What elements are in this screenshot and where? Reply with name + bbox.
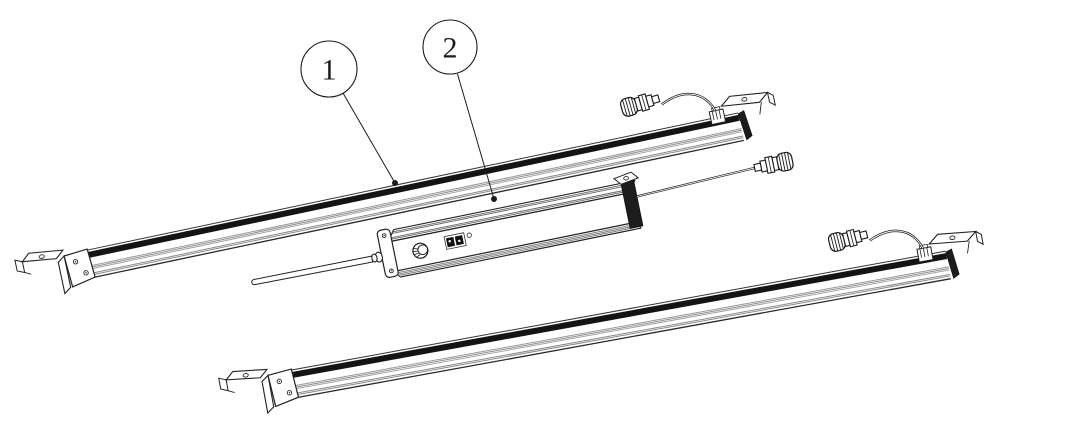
callout-2-leader — [457, 73, 495, 200]
driver-input-lead — [251, 255, 374, 286]
callout-2: 2 — [422, 19, 497, 202]
callout-2-target-dot — [491, 196, 497, 202]
callout-2-balloon — [422, 19, 478, 75]
callout-2-label: 2 — [443, 32, 458, 65]
callout-1-target-dot — [392, 180, 398, 186]
driver-output-connector — [752, 150, 795, 178]
callout-1-label: 1 — [322, 54, 337, 87]
callout-1-leader — [342, 92, 396, 184]
dimmer-knob — [412, 242, 429, 259]
product-label — [443, 232, 472, 250]
callout-1: 1 — [300, 40, 398, 186]
driver-input-gland — [371, 251, 383, 263]
lower-light-bar — [213, 205, 990, 420]
callout-1-balloon — [300, 40, 358, 98]
led-driver-box — [251, 150, 795, 286]
